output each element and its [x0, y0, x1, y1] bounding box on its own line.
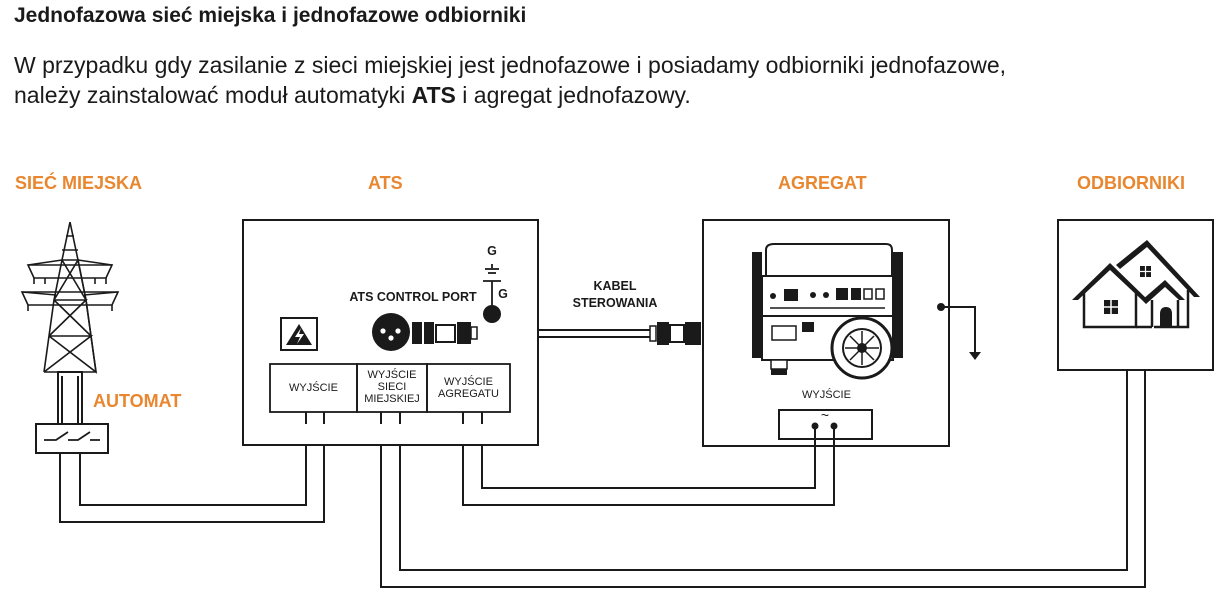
ground-symbol-icon — [483, 264, 501, 305]
ats-control-port-label: ATS CONTROL PORT — [349, 290, 477, 304]
socket-pins — [380, 328, 401, 341]
breaker-switch-icon — [44, 431, 100, 441]
wire-grid-out-b — [399, 355, 1128, 571]
control-port-socket-icon — [372, 313, 410, 351]
generator-cable-plug-icon — [649, 322, 701, 345]
wire-grid-out-a — [380, 355, 1146, 588]
houses-icon — [1072, 240, 1200, 329]
ats-generator-output-label: WYJŚCIE AGREGATU — [438, 376, 499, 400]
description-line2-pre: należy zainstalować moduł automatyki — [14, 82, 412, 108]
ground-label-side: G — [498, 287, 508, 301]
description-ats-bold: ATS — [411, 82, 456, 108]
wire-breaker-out-b — [79, 424, 307, 506]
breaker-box — [35, 423, 109, 454]
generator-terminal-stubs — [814, 426, 835, 446]
ats-output-label: WYJŚCIE — [289, 382, 338, 394]
power-pylon-icon — [20, 221, 120, 374]
control-cable-label-line1: KABEL — [593, 279, 637, 293]
wire-breaker-out-a — [59, 424, 325, 523]
wire-gen-out-a — [462, 424, 835, 506]
section-label-ats: ATS — [368, 173, 403, 193]
page-title: Jednofazowa sieć miejska i jednofazowe o… — [14, 4, 527, 27]
control-cable-label: KABEL STEROWANIA — [560, 278, 670, 312]
ats-grid-output-label: WYJŚCIE SIECI MIEJSKIEJ — [364, 369, 420, 405]
generator-output-socket — [778, 409, 873, 440]
description: W przypadku gdy zasilanie z sieci miejsk… — [14, 50, 1214, 110]
section-label-generator: AGREGAT — [778, 173, 867, 193]
ats-terminal-stubs — [305, 412, 483, 424]
section-label-loads: ODBIORNIKI — [1077, 173, 1185, 193]
wire-gen-out-b — [481, 424, 816, 489]
ac-symbol: ~ — [820, 407, 830, 423]
breaker-label: AUTOMAT — [93, 391, 182, 411]
description-line1: W przypadku gdy zasilanie z sieci miejsk… — [14, 52, 1007, 78]
description-line2-post: i agregat jednofazowy. — [455, 82, 691, 108]
generator-output-label: WYJŚCIE — [802, 389, 851, 401]
ats-cable-plug-icon — [412, 322, 478, 344]
pylon-feed-lines — [61, 376, 79, 424]
ground-label-top: G — [487, 244, 497, 258]
ats-output-panels — [269, 363, 511, 413]
earth-arrow-icon — [969, 352, 981, 360]
ground-terminal — [483, 305, 501, 323]
section-label-grid: SIEĆ MIEJSKA — [15, 173, 143, 193]
lightning-bolt-icon — [295, 328, 304, 344]
control-cable-label-line2: STEROWANIA — [572, 296, 658, 310]
wiring-lines — [59, 329, 1146, 588]
generator-ground-wire — [941, 306, 976, 352]
generator-machine-icon — [752, 243, 903, 380]
ats-generator-output-box — [426, 363, 511, 413]
